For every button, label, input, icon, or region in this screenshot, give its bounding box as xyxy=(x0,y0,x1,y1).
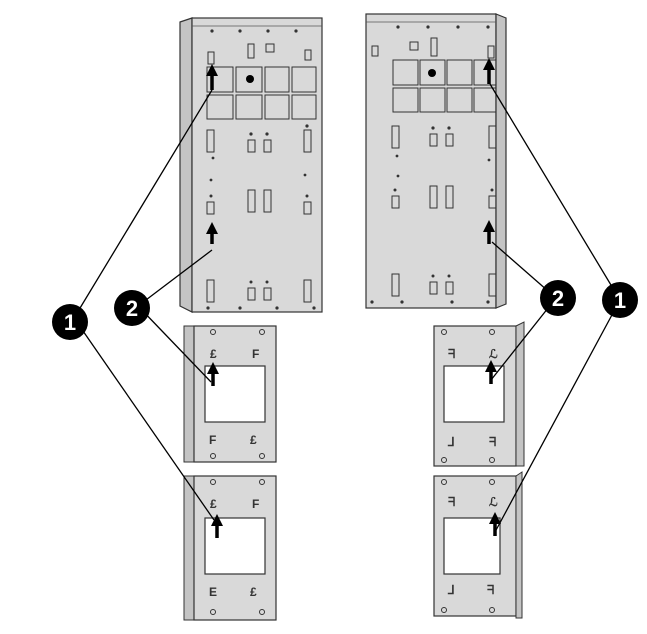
svg-text:ᖷ: ᖷ xyxy=(489,435,496,449)
chassis-left-flange xyxy=(179,17,193,313)
svg-text:£: £ xyxy=(250,433,257,447)
callout-right-2: 2 xyxy=(540,280,576,316)
svg-text:£: £ xyxy=(210,347,217,361)
svg-text:ℒ: ℒ xyxy=(489,347,498,361)
svg-text:ᖷ: ᖷ xyxy=(448,495,455,509)
chassis-right-flange xyxy=(495,13,507,309)
chassis-left-knockout-grid xyxy=(206,66,317,120)
svg-text:F: F xyxy=(252,497,259,511)
arrow-right-bracket-bottom xyxy=(489,512,501,536)
svg-text:⅃: ⅃ xyxy=(447,435,455,449)
arrow-left-bracket-bottom xyxy=(211,514,223,538)
svg-text:ℒ: ℒ xyxy=(489,495,498,509)
arrow-right-chassis-mid xyxy=(483,220,495,244)
callout-left-1: 1 xyxy=(52,304,88,340)
bracket-right-bottom: ᖷ ℒ ⅃ ᖷ xyxy=(433,471,523,619)
svg-text:⅃: ⅃ xyxy=(447,583,455,597)
svg-text:£: £ xyxy=(210,497,217,511)
leader-lines xyxy=(73,83,621,533)
svg-text:E: E xyxy=(209,585,217,599)
callout-right-1: 1 xyxy=(602,282,638,318)
svg-text:ᖷ: ᖷ xyxy=(487,583,494,597)
bracket-right-top: ᖷ ℒ ⅃ ᖷ xyxy=(433,321,525,467)
svg-text:2: 2 xyxy=(126,296,138,321)
chassis-left-panel xyxy=(191,17,323,313)
svg-text:F: F xyxy=(209,433,216,447)
svg-text:1: 1 xyxy=(64,310,76,335)
arrow-right-bracket-top xyxy=(485,360,497,384)
bracket-left-bottom: £ F E £ xyxy=(183,475,277,621)
bracket-left-top: £ F F £ xyxy=(183,325,277,463)
arrow-right-chassis-top xyxy=(483,58,495,84)
svg-text:1: 1 xyxy=(614,288,626,313)
callout-left-2: 2 xyxy=(114,290,150,326)
svg-text:2: 2 xyxy=(552,286,564,311)
svg-text:F: F xyxy=(252,347,259,361)
svg-text:ᖷ: ᖷ xyxy=(448,347,455,361)
arrow-left-chassis-top xyxy=(206,64,218,90)
chassis-right-panel xyxy=(365,13,497,309)
chassis-right-knockout-grid xyxy=(392,59,497,113)
arrow-left-chassis-mid xyxy=(206,222,218,244)
chassis-right xyxy=(365,13,507,309)
arrows xyxy=(206,58,501,538)
arrow-left-bracket-top xyxy=(207,362,219,386)
chassis-left xyxy=(179,17,323,313)
svg-text:£: £ xyxy=(250,585,257,599)
